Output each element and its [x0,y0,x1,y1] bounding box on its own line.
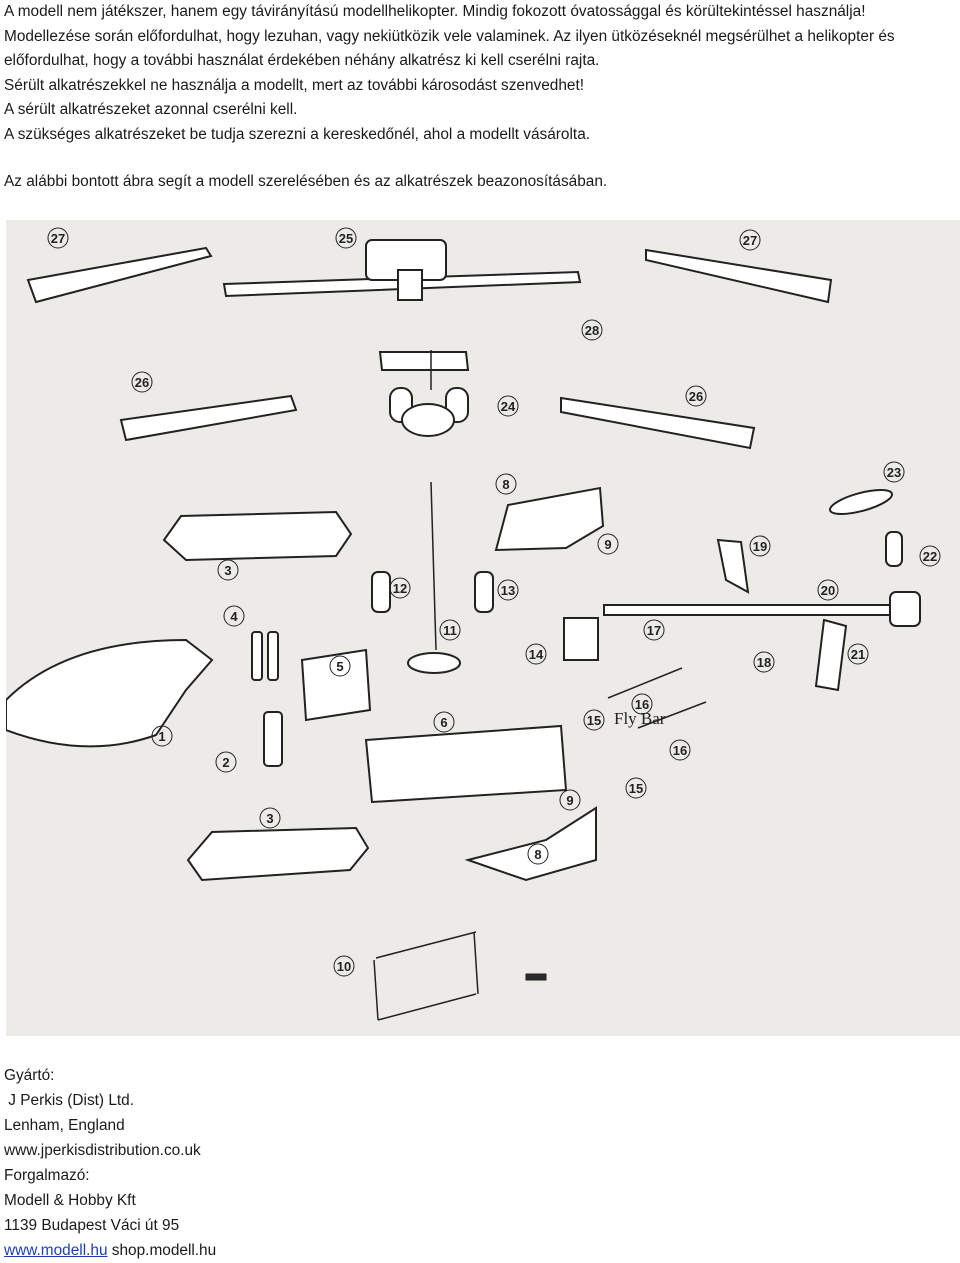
main-blade-left [26,246,213,304]
distributor-label: Forgalmazó: [4,1167,90,1184]
part-number: 26 [689,389,703,404]
flybar-rod [607,667,683,699]
tail-motor-22 [885,531,903,567]
flybar-rod-2 [637,701,707,729]
intro-line: A modell nem játékszer, hanem egy távirá… [4,3,866,20]
manufacturer-website: www.jperkisdistribution.co.uk [4,1142,201,1159]
part-number: 9 [604,537,611,552]
swashplate-arm [378,351,470,371]
main-shaft [430,481,437,651]
pin-4b [267,631,279,681]
bushing-12 [371,571,391,613]
part-number: 1 [158,729,165,744]
part-number: 23 [887,465,901,480]
part-number: 6 [440,715,447,730]
intro-line: A sérült alkatrészeket azonnal cserélni … [4,101,298,119]
intro-line: Sérült alkatrészekkel ne használja a mod… [4,76,585,94]
part-number: 12 [393,581,407,596]
side-frame-left-upper [162,510,353,562]
part-number: 3 [266,811,273,826]
part-number: 17 [647,623,661,638]
main-gear [407,652,461,674]
manufacturer-name: J Perkis (Dist) Ltd. [4,1092,134,1109]
pin-4a [251,631,263,681]
exploded-view-svg: 27 25 27 28 26 24 26 8 23 3 9 19 22 12 1… [6,227,941,1021]
contact-footer: Gyártó: J Perkis (Dist) Ltd. Lenham, Eng… [4,1063,216,1263]
part-number-labels: 27 25 27 28 26 24 26 8 23 3 9 19 22 12 1… [47,227,941,977]
lower-blade-right [560,396,756,450]
part-number: 8 [502,477,509,492]
part-number: 26 [135,375,149,390]
distributor-address: 1139 Budapest Váci út 95 [4,1217,180,1234]
distributor-name: Modell & Hobby Kft [4,1192,136,1209]
tail-rotor-blade [829,488,893,516]
part-number: 10 [337,959,351,974]
bushing-13 [474,571,494,613]
part-number: 18 [757,655,771,670]
main-gear-upper [401,403,455,437]
flybar-label: Fly Bar [614,709,666,728]
bottom-plate-6 [364,724,568,804]
distributor-shop: shop.modell.hu [111,1242,217,1259]
intro-text: A modell nem játékszer, hanem egy távirá… [4,0,895,148]
manufacturer-city: Lenham, England [4,1117,125,1134]
part-number: 20 [821,583,835,598]
part-number: 11 [443,623,457,638]
part-number: 4 [230,609,238,624]
intro-line: Modellezése során előfordulhat, hogy lez… [4,27,895,45]
part-number: 25 [339,231,353,246]
part-number: 22 [923,549,937,564]
canopy [6,638,214,748]
skid-foot [525,973,547,981]
intro-line: A szükséges alkatrészeket be tudja szere… [4,125,591,143]
part-number: 24 [501,399,516,414]
part-number: 8 [534,847,541,862]
part-number: 9 [566,793,573,808]
battery-cell [263,711,283,767]
distributor-website-link[interactable]: www.modell.hu [4,1242,108,1259]
exploded-view-diagram: 27 25 27 28 26 24 26 8 23 3 9 19 22 12 1… [6,220,960,1036]
part-number: 16 [673,743,687,758]
part-number: 27 [743,233,757,248]
main-blade-right [645,248,833,304]
part-number: 15 [629,781,643,796]
part-number: 3 [224,563,231,578]
side-frame-right-upper [494,486,605,552]
part-number: 19 [753,539,767,554]
landing-skid [373,931,479,1021]
circuit-board [300,648,372,722]
part-number: 21 [851,647,865,662]
tail-bracket-19 [716,538,750,594]
part-number: 16 [635,697,649,712]
diagram-caption: Az alábbi bontott ábra segít a modell sz… [4,173,608,190]
manufacturer-label: Gyártó: [4,1067,55,1084]
tail-motor [889,591,921,627]
distributor-links: www.modell.hu shop.modell.hu [4,1238,216,1263]
rotor-hub [397,269,423,301]
servo-14 [563,617,599,661]
tail-boom [603,604,905,616]
part-number: 28 [585,323,599,338]
part-number: 14 [529,647,544,662]
side-frame-left-lower [186,826,370,882]
part-number: 2 [222,755,229,770]
lower-blade-left [119,394,298,442]
side-frame-right-lower [464,806,597,882]
intro-line: előfordulhat, hogy a további használat é… [4,52,600,70]
part-number: 13 [501,583,515,598]
tail-fin-21 [814,618,848,692]
part-number: 27 [51,231,65,246]
part-number: 5 [336,659,343,674]
part-number: 15 [587,713,601,728]
